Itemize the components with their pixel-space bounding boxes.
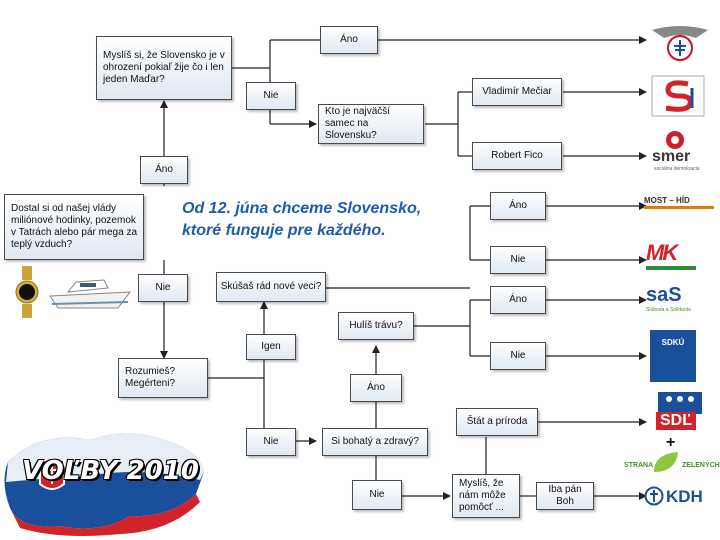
sdl-people-icon — [658, 392, 702, 414]
headline-line-1: Od 12. júna chceme Slovensko, — [182, 200, 422, 217]
understand-question-box: Rozumieš? Megérteni? — [118, 358, 208, 398]
hzds-s-logo — [651, 75, 705, 117]
understand-yes-box: Igen — [246, 334, 296, 360]
zeleni-word-1: STRANA — [624, 462, 654, 469]
most-hid-wordmark: MOST – HÍD — [644, 196, 690, 205]
leaf-icon — [654, 452, 678, 472]
sas-logo: saS Sloboda a Solidarita — [646, 284, 706, 318]
sas-subtitle: Sloboda a Solidarita — [646, 307, 691, 313]
start-question-box: Dostal si od našej vlády miliónové hodin… — [4, 194, 144, 260]
mk-stripe — [646, 266, 696, 270]
only-god-box: Iba pán Boh — [536, 482, 594, 510]
kdh-wordmark: KDH — [666, 487, 703, 506]
zeleni-word-2: ZELENÝCH — [682, 462, 720, 469]
most-hid-logo: MOST – HÍD — [644, 196, 714, 216]
strana-zelenych-logo: STRANA ZELENÝCH — [624, 450, 720, 478]
plus-sign: + — [666, 434, 676, 451]
grass-question-box: Hulíš trávu? — [338, 312, 414, 340]
sas-wordmark: saS — [646, 284, 682, 306]
smer-logo: smer sociálna demokracia — [646, 130, 712, 174]
new-things-yes-box: Áno — [490, 192, 546, 220]
rich-no-box: Nie — [352, 480, 402, 510]
new-things-no-box: Nie — [490, 246, 546, 274]
volby-2010-title: VOĽBY 2010 — [22, 456, 199, 486]
grass-yes-box: Áno — [490, 286, 546, 314]
start-yes-box: Áno — [140, 156, 188, 184]
gold-watch-icon — [15, 266, 39, 318]
mk-logo: MK — [646, 240, 702, 274]
mk-wordmark: MK — [646, 240, 678, 265]
sdl-logo: SDĽ — [650, 392, 710, 432]
sdku-wordmark: SDKÚ — [661, 338, 685, 347]
slovakia-no-box: Nie — [246, 82, 296, 110]
slovakia-danger-question-box: Myslíš si, že Slovensko je v ohrození po… — [96, 36, 232, 100]
help-question-box: Myslíš, že nám môže pomôcť ... — [452, 474, 520, 518]
rich-yes-box: Áno — [350, 374, 402, 402]
kdh-logo: KDH — [644, 484, 714, 508]
headline-line-2: ktoré funguje pre každého. — [182, 222, 386, 239]
smer-subtitle: sociálna demokracia — [654, 166, 700, 172]
sdku-logo: SDKÚ — [650, 330, 696, 382]
kdh-cross-icon — [644, 486, 664, 506]
smer-rose-icon — [666, 131, 684, 149]
sdl-wordmark: SDĽ — [656, 412, 696, 430]
start-no-box: Nie — [138, 274, 188, 302]
smer-wordmark: smer — [652, 148, 691, 165]
slovakia-map-flag-icon — [4, 433, 205, 536]
new-things-question-box: Skúšaš rád nové veci? — [216, 272, 326, 302]
answer-fico-box: Robert Fico — [472, 142, 562, 170]
state-nature-box: Štát a príroda — [456, 408, 538, 436]
understand-no-box: Nie — [246, 428, 296, 456]
campaign-headline: Od 12. júna chceme Slovensko, ktoré fung… — [182, 198, 472, 242]
grass-no-box: Nie — [490, 342, 546, 370]
slovakia-yes-box: Áno — [320, 26, 378, 54]
rich-healthy-question-box: Si bohatý a zdravý? — [322, 428, 428, 456]
yacht-icon — [49, 279, 132, 309]
answer-meciar-box: Vladimír Mečiar — [472, 78, 562, 106]
biggest-male-question-box: Kto je najväčší samec na Slovensku? — [318, 104, 424, 144]
sns-emblem-logo — [652, 26, 708, 61]
most-hid-stripe — [644, 206, 714, 209]
